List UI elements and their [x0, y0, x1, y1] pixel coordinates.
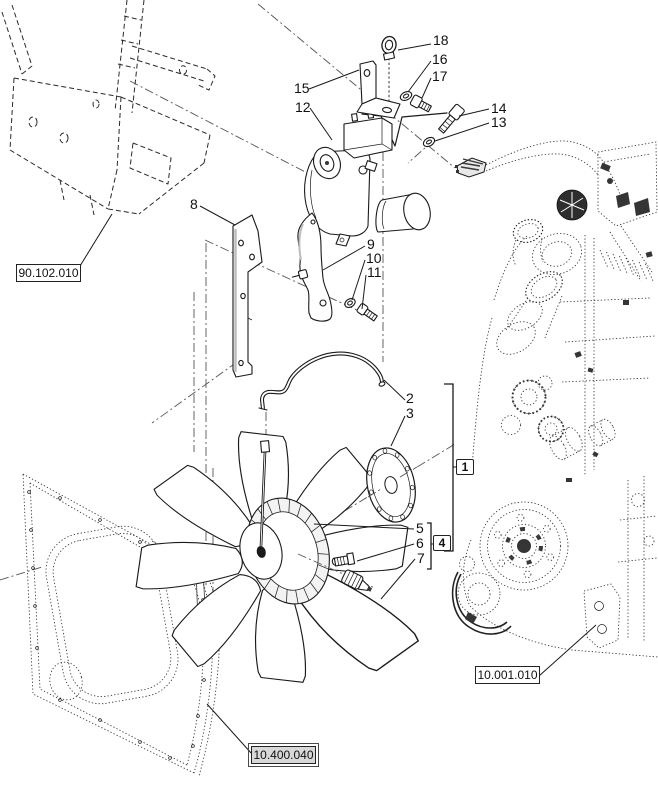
callout-13[interactable]: 13	[491, 114, 507, 130]
harness-connector	[455, 157, 487, 178]
section-link-90-102-010[interactable]: 90.102.010	[16, 264, 81, 282]
section-link-10-001-010[interactable]: 10.001.010	[475, 666, 540, 684]
callout-9[interactable]: 9	[367, 236, 375, 252]
callout-5[interactable]: 5	[416, 520, 424, 536]
clutch-valve-plug	[341, 569, 373, 592]
flywheel-bolt-ring	[493, 513, 555, 579]
engine-rib-hatching	[599, 249, 654, 283]
section-link-10-400-040[interactable]: 10.400.040	[248, 743, 319, 767]
boxed-ref-4[interactable]: 4	[433, 535, 451, 551]
boxed-ref-1[interactable]: 1	[456, 459, 474, 475]
chassis-frame-ghost	[1, 0, 216, 216]
bolt-14	[438, 103, 465, 134]
callout-3[interactable]: 3	[406, 405, 414, 421]
fan-hub-front-disc	[239, 522, 283, 580]
fan-drive-disc	[366, 447, 416, 523]
callout-8[interactable]: 8	[190, 196, 198, 212]
callout-12[interactable]: 12	[295, 99, 311, 115]
callout-14[interactable]: 14	[491, 100, 507, 116]
compressor-assembly	[304, 35, 487, 247]
mount-brackets	[232, 212, 378, 378]
callout-17[interactable]: 17	[432, 68, 448, 84]
callout-11[interactable]: 11	[367, 264, 382, 280]
callout-6[interactable]: 6	[416, 535, 424, 551]
callout-16[interactable]: 16	[432, 51, 448, 67]
clutch-sensor	[331, 552, 356, 567]
fan-assembly	[135, 431, 419, 683]
callout-7[interactable]: 7	[417, 550, 425, 566]
callout-15[interactable]: 15	[294, 80, 310, 96]
bolt-11	[356, 303, 378, 322]
callout-2[interactable]: 2	[406, 390, 414, 406]
callout-10[interactable]: 10	[366, 250, 382, 266]
air-hose	[258, 351, 386, 411]
callout-18[interactable]: 18	[433, 32, 449, 48]
engine-ghost	[451, 140, 658, 658]
leader-lines	[79, 43, 597, 755]
bolt-17	[409, 94, 432, 113]
